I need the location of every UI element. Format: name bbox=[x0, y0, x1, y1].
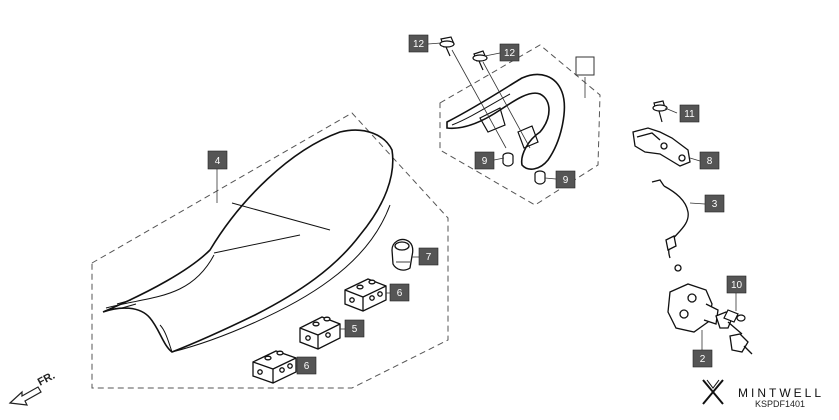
callout-12b: 12 bbox=[499, 43, 520, 62]
callout-1 bbox=[575, 56, 595, 76]
bolt-12-right bbox=[472, 50, 488, 71]
seat bbox=[102, 129, 394, 353]
rubber-pad bbox=[391, 238, 414, 271]
callout-3: 3 bbox=[704, 194, 725, 213]
collar-9-left bbox=[502, 152, 514, 167]
svg-text:FR.: FR. bbox=[36, 370, 57, 389]
svg-text:8: 8 bbox=[707, 156, 713, 167]
cushion-block-6-upper bbox=[344, 278, 387, 312]
callout-6a: 6 bbox=[389, 283, 410, 302]
brand-name: MINTWELL bbox=[738, 386, 825, 400]
svg-text:3: 3 bbox=[712, 199, 718, 210]
svg-text:9: 9 bbox=[563, 175, 569, 186]
brand-logo-icon bbox=[702, 379, 724, 405]
grab-rail bbox=[446, 73, 566, 170]
callout-4: 4 bbox=[207, 150, 228, 170]
bolt-11 bbox=[652, 100, 668, 123]
svg-text:5: 5 bbox=[352, 324, 358, 335]
seat-lock bbox=[667, 283, 719, 333]
callout-8: 8 bbox=[699, 151, 720, 170]
bolt-10 bbox=[723, 309, 746, 323]
callout-9b: 9 bbox=[555, 170, 576, 189]
svg-text:12: 12 bbox=[504, 48, 516, 59]
grab-rail-group-outline bbox=[439, 44, 601, 206]
callout-10: 10 bbox=[726, 275, 747, 294]
seat-group-outline bbox=[91, 112, 449, 389]
cushion-block-6-lower bbox=[252, 350, 297, 384]
cushion-block-5 bbox=[299, 316, 341, 350]
svg-text:11: 11 bbox=[684, 109, 695, 120]
front-direction-arrow: FR. bbox=[8, 370, 57, 406]
svg-text:2: 2 bbox=[700, 354, 706, 365]
svg-text:6: 6 bbox=[304, 361, 310, 372]
svg-text:4: 4 bbox=[215, 156, 221, 167]
leader-lines bbox=[216, 42, 737, 367]
svg-text:6: 6 bbox=[397, 288, 403, 299]
callout-11: 11 bbox=[679, 104, 700, 123]
bolt-12-left bbox=[439, 36, 455, 57]
callout-2: 2 bbox=[692, 349, 713, 368]
svg-text:7: 7 bbox=[426, 252, 432, 263]
seat-catch-bracket bbox=[632, 127, 691, 167]
svg-text:10: 10 bbox=[731, 280, 743, 291]
diagram-code: KSPDF1401 bbox=[755, 399, 806, 409]
callout-12a: 12 bbox=[408, 34, 429, 53]
collar-9-right bbox=[534, 170, 546, 185]
svg-text:9: 9 bbox=[482, 156, 488, 167]
callout-6b: 6 bbox=[296, 356, 317, 375]
seat-lock-cable bbox=[651, 179, 689, 272]
callout-9a: 9 bbox=[474, 151, 495, 170]
callout-7: 7 bbox=[418, 247, 439, 266]
svg-text:12: 12 bbox=[413, 39, 425, 50]
callout-5: 5 bbox=[344, 319, 365, 338]
